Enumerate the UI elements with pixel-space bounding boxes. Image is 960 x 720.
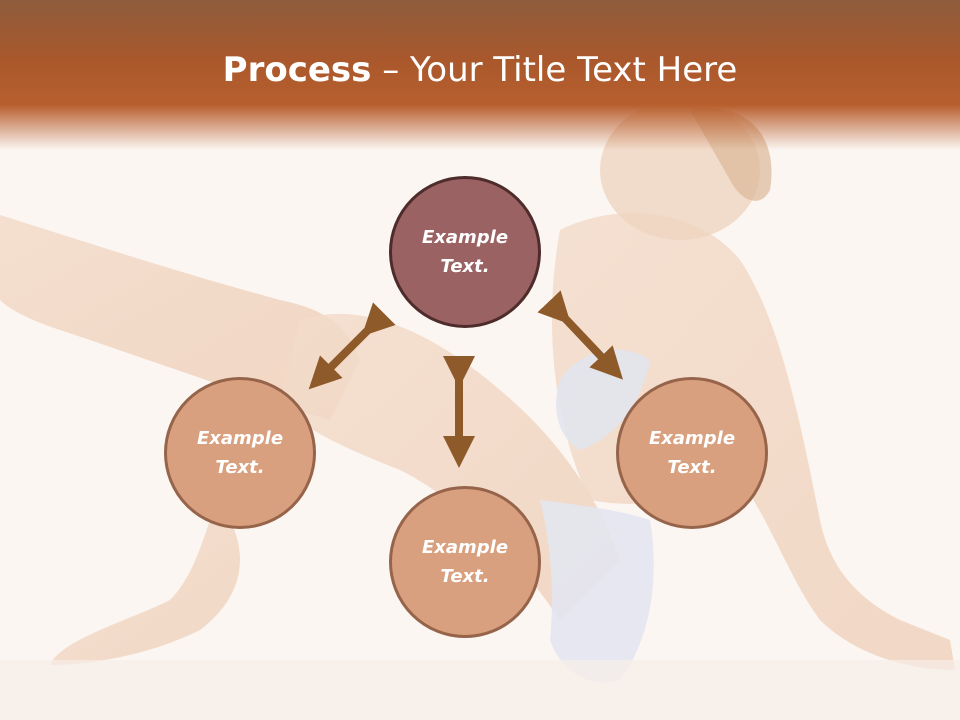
arrow-top-right — [537, 290, 623, 380]
node-bottom: Example Text. — [389, 486, 541, 638]
slide-title: Process – Your Title Text Here — [0, 50, 960, 90]
title-bar — [0, 0, 960, 150]
node-left-text: Example Text. — [196, 428, 284, 478]
title-separator: – — [382, 50, 400, 90]
node-top: Example Text. — [389, 176, 541, 328]
node-bottom-text: Example Text. — [421, 537, 509, 587]
node-right-text: Example Text. — [648, 428, 736, 478]
arrow-top-left — [308, 302, 396, 390]
node-left: Example Text. — [164, 377, 316, 529]
title-bold: Process — [222, 50, 372, 90]
node-top-text: Example Text. — [421, 227, 509, 277]
node-right: Example Text. — [616, 377, 768, 529]
title-rest: Your Title Text Here — [410, 50, 738, 90]
